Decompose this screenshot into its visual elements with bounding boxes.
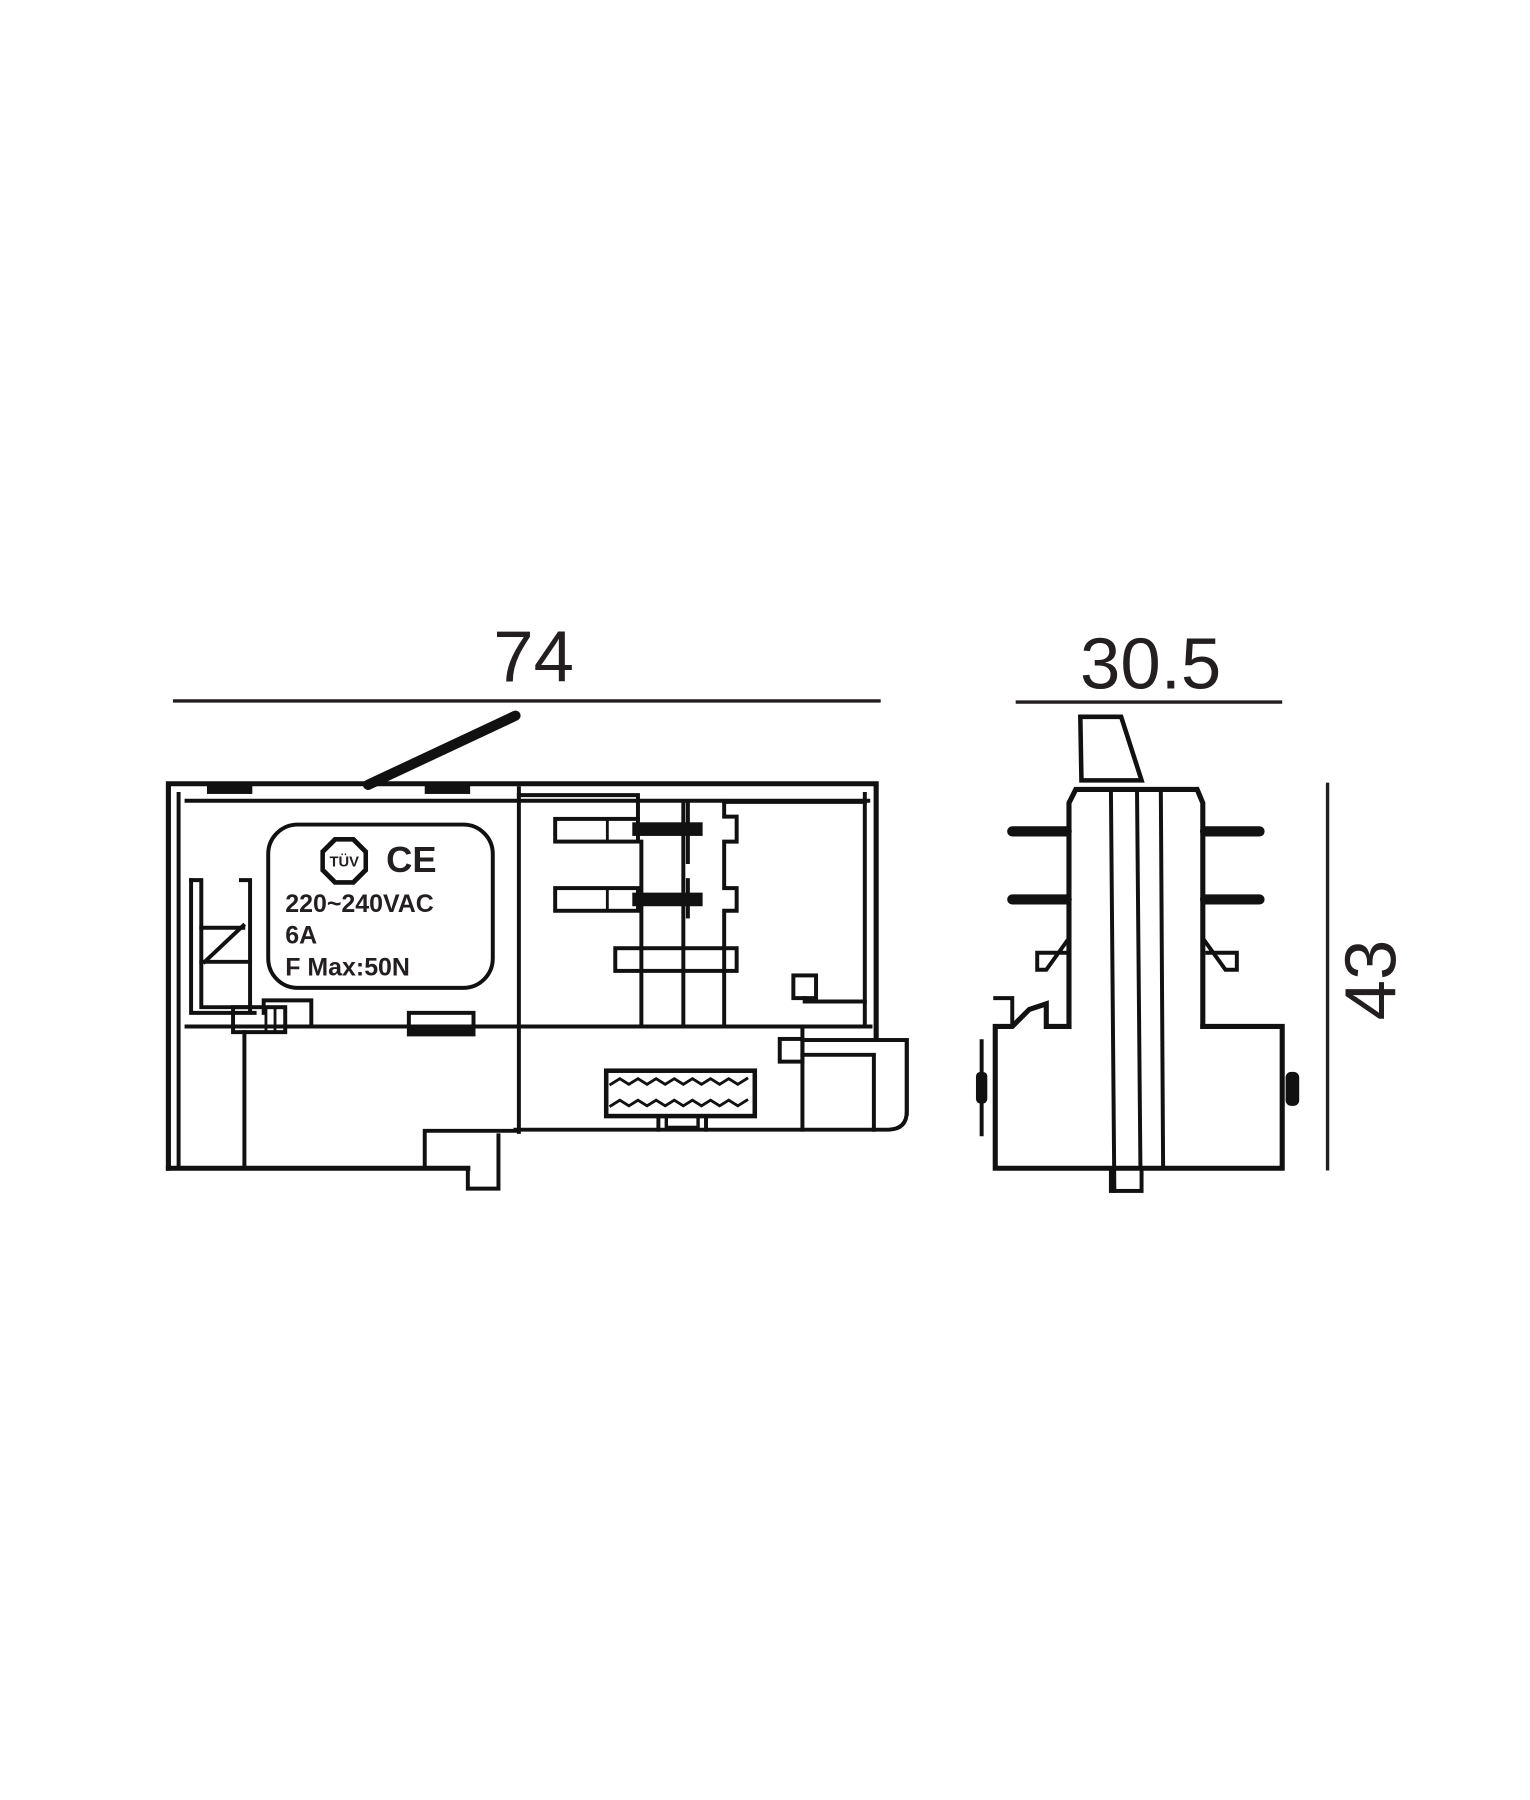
lever-arm xyxy=(362,710,521,790)
adapter-body-front: TÜV CE 220~240VAC 6A F Max:50N xyxy=(165,781,909,1191)
svg-text:TÜV: TÜV xyxy=(329,854,359,871)
adapter-body-side xyxy=(975,714,1300,1193)
tuv-mark-icon: TÜV xyxy=(320,837,369,885)
dimension-label-height: 43 xyxy=(1331,940,1412,1021)
front-view: 74 xyxy=(165,617,909,1191)
dimension-label-depth: 30.5 xyxy=(1080,623,1221,704)
terminal-block xyxy=(603,1068,758,1119)
ce-mark-icon: CE xyxy=(386,839,436,880)
side-view: 30.5 43 xyxy=(975,623,1412,1193)
rating-label-box xyxy=(266,822,495,990)
current-rating: 6A xyxy=(285,922,317,950)
force-rating: F Max:50N xyxy=(285,953,410,981)
voltage-rating: 220~240VAC xyxy=(285,890,434,918)
dimension-30-5: 30.5 xyxy=(1015,623,1283,704)
dimension-43: 43 xyxy=(1325,782,1412,1171)
dimension-label-width: 74 xyxy=(493,617,574,698)
dimension-74: 74 xyxy=(172,617,881,703)
